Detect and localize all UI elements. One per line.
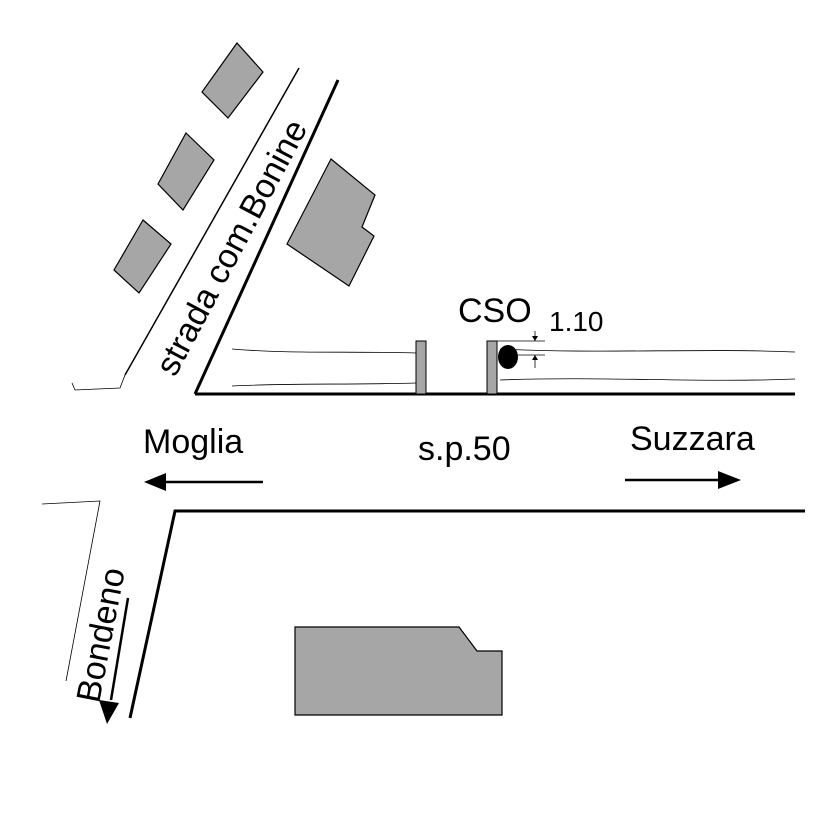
label-bondeno: Bondeno [70, 565, 133, 706]
bonine-edge-west [124, 67, 300, 376]
sp50-south-edge [128, 509, 805, 719]
cso-structure [415, 331, 545, 395]
label-sp50: s.p.50 [418, 430, 511, 468]
ditch-lower [231, 378, 796, 387]
label-suzzara: Suzzara [630, 420, 755, 458]
label-cso: CSO [458, 292, 532, 330]
label-moglia: Moglia [143, 423, 243, 461]
arrow-moglia-head [144, 473, 166, 491]
building-nw-3 [113, 219, 172, 294]
arrow-bondeno-shaft [109, 597, 130, 701]
direction-arrows [99, 471, 741, 724]
dim-arrowhead-down [532, 355, 538, 360]
arrow-bondeno-head [99, 700, 119, 724]
label-measure: 1.10 [549, 306, 604, 337]
cso-wall-left [415, 340, 427, 395]
cso-outfall-pipe [498, 345, 518, 369]
building-south [294, 626, 503, 716]
buildings [113, 42, 503, 716]
cso-wall-right [486, 340, 498, 395]
building-nw-2 [157, 132, 215, 211]
bondeno-west-edge [41, 500, 101, 682]
dim-arrowhead-up [532, 336, 538, 341]
building-nw-1 [201, 42, 264, 119]
bonine-end-tick [71, 374, 126, 391]
bonine-edge-east [193, 79, 340, 395]
arrow-suzzara-head [718, 471, 741, 489]
building-bonine-east [286, 158, 376, 287]
ditch-upper [231, 348, 796, 354]
label-strada-bonine: strada com.Bonine [149, 114, 316, 382]
